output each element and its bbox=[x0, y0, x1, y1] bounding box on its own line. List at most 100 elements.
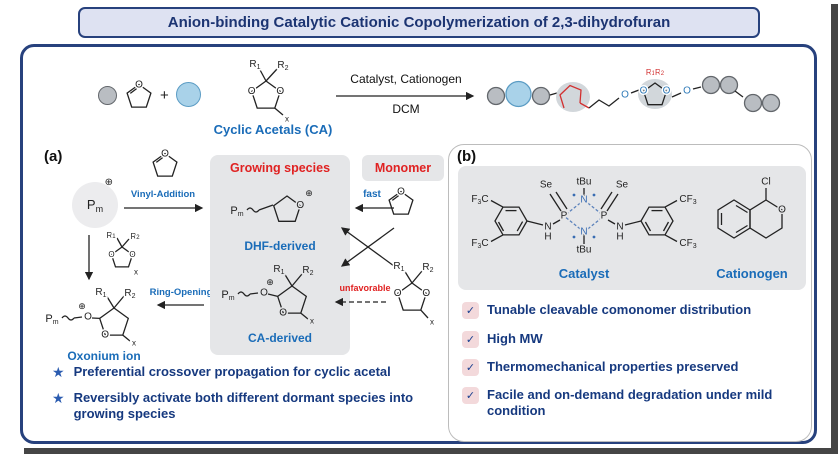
star-icon: ★ bbox=[52, 364, 65, 380]
cyclic-acetals-label: Cyclic Acetals (CA) bbox=[213, 122, 333, 137]
cyclic-acetal-structure: O O R1 R2 x bbox=[246, 57, 290, 125]
atom-O: O bbox=[279, 308, 287, 319]
dhf-structure: O bbox=[126, 78, 152, 108]
check-icon: ✓ bbox=[462, 387, 479, 404]
atom-N: N bbox=[544, 222, 551, 233]
pm-cation-circle: Pm ⊕ bbox=[72, 177, 118, 228]
monomer-box: Monomer bbox=[362, 155, 444, 181]
furan-structure-a: O bbox=[152, 147, 178, 177]
atom-O: O bbox=[296, 200, 304, 211]
pm-label: Pm bbox=[230, 205, 243, 218]
atom-O: O bbox=[394, 288, 402, 299]
dhf-monomer-circle bbox=[98, 86, 117, 105]
cationogen-structure: Cl O bbox=[717, 175, 788, 239]
atom-O: O bbox=[621, 90, 629, 101]
figure-title: Anion-binding Catalytic Cationic Copolym… bbox=[167, 14, 671, 31]
growing-species-box: Growing species Pm O ⊕ DHF-derived Pm O … bbox=[210, 155, 350, 355]
check-icon: ✓ bbox=[462, 331, 479, 348]
unfavorable-arrow bbox=[334, 297, 386, 307]
atom-O: O bbox=[260, 288, 268, 299]
charge-symbol: ⊕ bbox=[266, 277, 274, 287]
r1-label: R1 bbox=[249, 59, 260, 71]
catalyst-label: Catalyst bbox=[558, 266, 610, 281]
oxonium-label: Oxonium ion bbox=[67, 349, 141, 363]
atom-Se: Se bbox=[616, 180, 629, 191]
atom-N: N bbox=[616, 222, 623, 233]
catalyst-box: tBu N N tBu P P Se Se N H F3C F3C N bbox=[458, 166, 806, 290]
ring-opening-arrow bbox=[156, 300, 204, 310]
panel-b-outline bbox=[448, 144, 812, 442]
r1-label: R1 bbox=[393, 261, 404, 273]
dhf-derived-label: DHF-derived bbox=[244, 239, 316, 253]
tbu-label: tBu bbox=[576, 245, 591, 256]
atom-Se: Se bbox=[540, 180, 553, 191]
pm-label: Pm bbox=[86, 196, 104, 214]
check-text: Tunable cleavable comonomer distribution bbox=[487, 302, 752, 317]
atom-O: O bbox=[778, 205, 786, 216]
x-subscript: x bbox=[430, 318, 434, 327]
monomer-furan-structure: O bbox=[388, 185, 414, 215]
panel-a-label: (a) bbox=[44, 148, 63, 165]
charge-symbol: ⊕ bbox=[104, 177, 113, 188]
bullet-item: ★ Reversibly activate both different dor… bbox=[52, 390, 452, 423]
atom-N: N bbox=[580, 227, 587, 238]
star-icon: ★ bbox=[52, 390, 65, 406]
check-item: ✓ Facile and on-demand degradation under… bbox=[462, 387, 802, 419]
atom-O: O bbox=[84, 312, 92, 323]
dhf-derived-structure: Pm O ⊕ bbox=[229, 187, 314, 222]
check-item: ✓ Tunable cleavable comonomer distributi… bbox=[462, 302, 802, 319]
atom-O: O bbox=[683, 86, 691, 97]
f3c-label: F3C bbox=[471, 194, 488, 206]
reaction-conditions-bottom: DCM bbox=[392, 102, 420, 116]
copolymer-product-structure: O O O R1R2 O bbox=[486, 66, 781, 113]
r2-label: R2 bbox=[277, 60, 288, 72]
check-text: Facile and on-demand degradation under m… bbox=[487, 387, 773, 418]
atom-O: O bbox=[108, 250, 114, 259]
fast-label: fast bbox=[363, 189, 381, 200]
check-item: ✓ Thermomechanical properties preserved bbox=[462, 359, 802, 376]
ring-opening-label: Ring-Opening bbox=[149, 287, 213, 298]
r2-label: R2 bbox=[124, 288, 135, 300]
ca-derived-structure: Pm O ⊕ O R1 R2 x bbox=[220, 262, 316, 327]
charge-symbol: ⊕ bbox=[78, 301, 86, 311]
cf3-label: CF3 bbox=[679, 238, 696, 250]
atom-P: P bbox=[601, 211, 608, 222]
check-text: Thermomechanical properties preserved bbox=[487, 359, 739, 374]
r2-label: R2 bbox=[302, 265, 313, 277]
small-ca-structure: O O R1 R2 x bbox=[105, 229, 142, 278]
monomer-title: Monomer bbox=[374, 161, 432, 175]
atom-N: N bbox=[580, 195, 587, 206]
x-subscript: x bbox=[134, 268, 138, 277]
r2-label: R2 bbox=[130, 232, 140, 242]
bullet-item: ★ Preferential crossover propagation for… bbox=[52, 364, 452, 380]
charge-symbol: ⊕ bbox=[305, 188, 313, 198]
atom-O: O bbox=[663, 86, 671, 97]
plus-sign: + bbox=[160, 87, 169, 104]
x-subscript: x bbox=[310, 317, 314, 326]
atom-P: P bbox=[561, 211, 568, 222]
atom-O: O bbox=[397, 187, 405, 198]
r2-label: R2 bbox=[422, 262, 433, 274]
growing-species-title: Growing species bbox=[229, 161, 331, 175]
x-subscript: x bbox=[285, 115, 289, 124]
title-bar: Anion-binding Catalytic Cationic Copolym… bbox=[78, 7, 760, 38]
cf3-label: CF3 bbox=[679, 194, 696, 206]
atom-O: O bbox=[129, 250, 135, 259]
unfavorable-label: unfavorable bbox=[339, 283, 391, 293]
atom-O: O bbox=[248, 86, 256, 97]
window-edge-right bbox=[831, 4, 838, 454]
atom-O: O bbox=[161, 149, 169, 160]
r1-label: R1 bbox=[273, 264, 284, 276]
pm-label: Pm bbox=[221, 289, 234, 302]
r1r2-label: R1R2 bbox=[646, 68, 665, 78]
tbu-label: tBu bbox=[576, 177, 591, 188]
r1-label: R1 bbox=[106, 231, 116, 241]
vinyl-addition-label: Vinyl-Addition bbox=[130, 189, 196, 200]
bullet-text: Reversibly activate both different dorma… bbox=[73, 390, 414, 422]
atom-H: H bbox=[616, 232, 623, 243]
reaction-arrow bbox=[336, 91, 475, 101]
atom-O: O bbox=[422, 288, 430, 299]
atom-O: O bbox=[135, 80, 143, 91]
fast-arrow bbox=[354, 203, 394, 213]
